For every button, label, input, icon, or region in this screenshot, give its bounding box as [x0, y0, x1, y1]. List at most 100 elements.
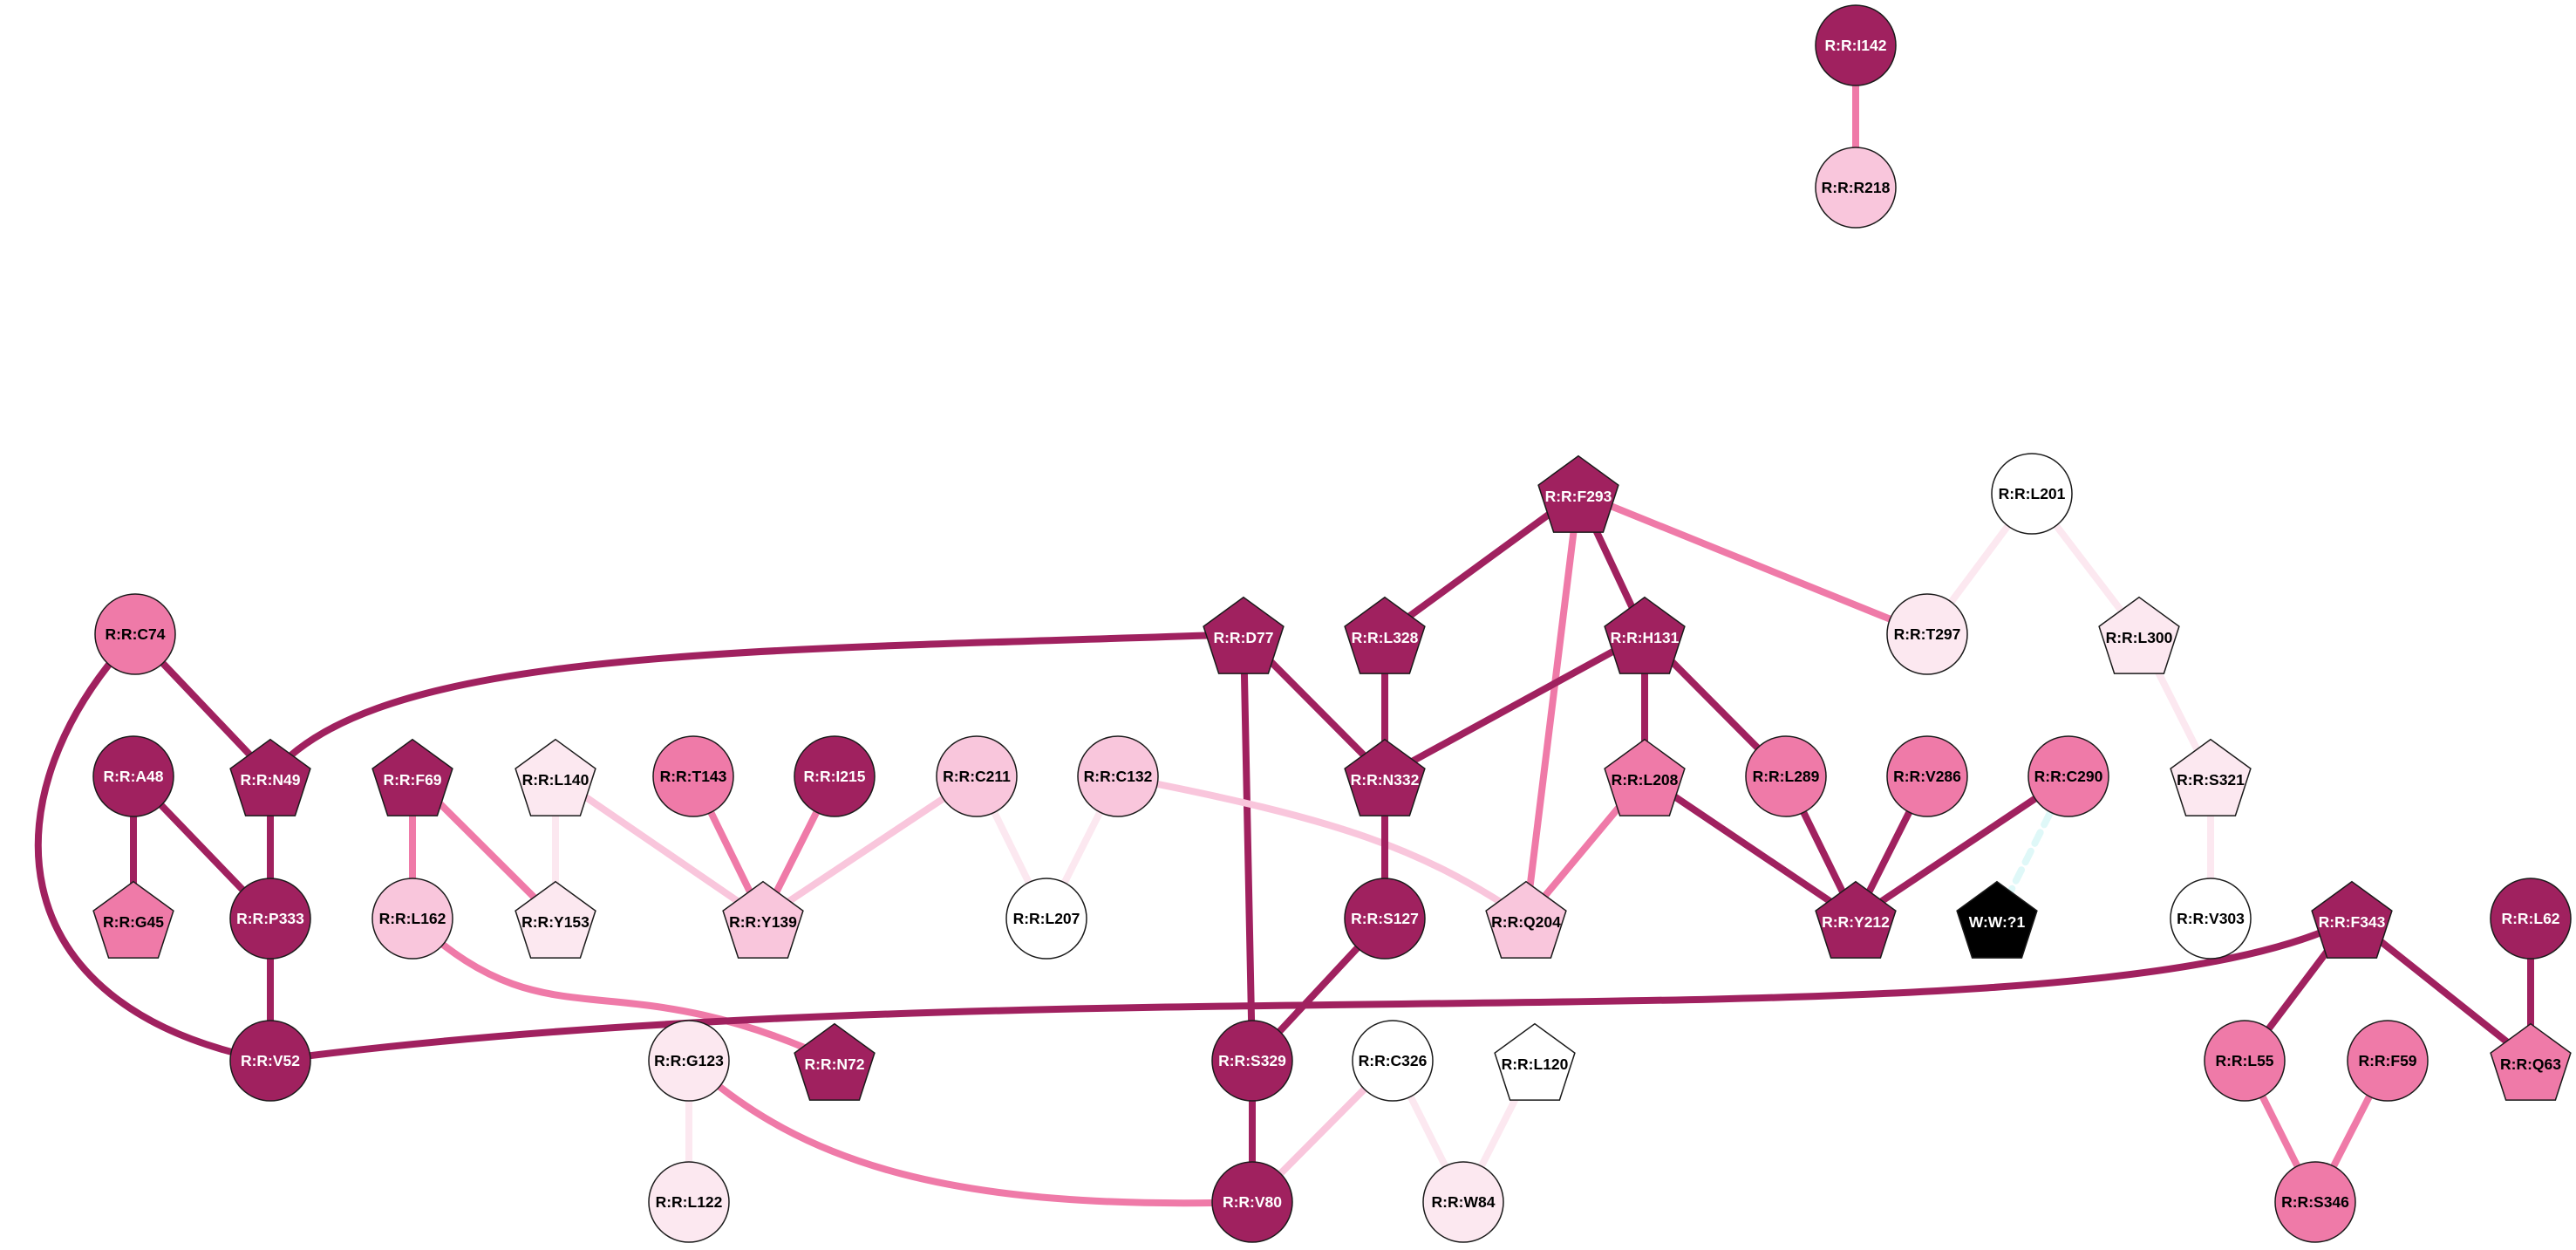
- pentagon-shape: [515, 738, 596, 816]
- node-label: R:R:L207: [1013, 910, 1080, 927]
- node-label: R:R:A48: [103, 768, 163, 785]
- pentagon-shape: [1537, 454, 1619, 533]
- node-p333: R:R:P333: [229, 878, 311, 960]
- node-label: R:R:L201: [1999, 485, 2066, 502]
- node-v52: R:R:V52: [229, 1020, 311, 1102]
- node-label: R:R:L122: [656, 1193, 723, 1211]
- pentagon-shape: [1604, 596, 1686, 674]
- pentagon-shape: [92, 880, 174, 959]
- node-t143: R:R:T143: [652, 735, 734, 817]
- edge-g123-v80: [685, 1057, 1256, 1207]
- node-label: R:R:L162: [379, 910, 446, 927]
- node-v303: R:R:V303: [2170, 878, 2252, 960]
- node-f343: R:R:F343: [2311, 880, 2393, 959]
- node-c326: R:R:C326: [1352, 1020, 1434, 1102]
- node-label: R:R:Y139: [729, 913, 797, 931]
- circle-shape: [1815, 4, 1897, 86]
- edge-c211-y139: [760, 773, 980, 922]
- edge-f293-l328: [1381, 489, 1582, 638]
- pentagon-shape: [1344, 738, 1426, 816]
- edge-f293-t297: [1575, 489, 1931, 638]
- node-y212: R:R:Y212: [1815, 880, 1897, 959]
- circle-shape: [1211, 1020, 1293, 1102]
- node-a48: R:R:A48: [92, 735, 174, 817]
- node-c74: R:R:C74: [94, 593, 176, 675]
- node-s346: R:R:S346: [2274, 1161, 2356, 1243]
- node-label: R:R:C211: [943, 768, 1011, 785]
- circle-shape: [1745, 735, 1827, 817]
- node-label: R:R:V286: [1893, 768, 1961, 785]
- node-label: R:R:Y212: [1822, 913, 1890, 931]
- node-s329: R:R:S329: [1211, 1020, 1293, 1102]
- node-label: R:R:C132: [1084, 768, 1153, 785]
- edge-d77-s329: [1240, 631, 1256, 1064]
- circle-shape: [1886, 593, 1968, 675]
- circle-shape: [2347, 1020, 2429, 1102]
- node-n332: R:R:N332: [1344, 738, 1426, 816]
- edge-l208-y212: [1641, 773, 1859, 922]
- node-c290: R:R:C290: [2027, 735, 2109, 817]
- edge-l140-y139: [552, 773, 767, 922]
- node-label: R:R:D77: [1213, 629, 1273, 646]
- pentagon-shape: [1604, 738, 1686, 816]
- node-s321: R:R:S321: [2170, 738, 2252, 816]
- node-l328: R:R:L328: [1344, 596, 1426, 674]
- pentagon-shape: [1203, 596, 1285, 674]
- node-label: R:R:I215: [804, 768, 866, 785]
- node-label: R:R:L140: [522, 771, 589, 789]
- node-label: R:R:L300: [2106, 629, 2173, 646]
- node-label: R:R:W84: [1432, 1193, 1496, 1211]
- circle-shape: [229, 1020, 311, 1102]
- circle-shape: [2027, 735, 2109, 817]
- circle-shape: [1352, 1020, 1434, 1102]
- edge-l162-n72: [409, 915, 838, 1064]
- node-l120: R:R:L120: [1494, 1022, 1576, 1101]
- node-l122: R:R:L122: [648, 1161, 730, 1243]
- circle-shape: [92, 735, 174, 817]
- circle-shape: [648, 1020, 730, 1102]
- circle-shape: [794, 735, 876, 817]
- node-r218: R:R:R218: [1815, 147, 1897, 229]
- edge-c290-y212: [1852, 773, 2072, 922]
- node-label: R:R:S329: [1218, 1052, 1286, 1069]
- node-label: R:R:Y153: [521, 913, 589, 931]
- pentagon-shape: [1344, 596, 1426, 674]
- node-label: R:R:Q63: [2500, 1055, 2561, 1073]
- node-g45: R:R:G45: [92, 880, 174, 959]
- circle-shape: [936, 735, 1018, 817]
- edge-f293-q204: [1523, 489, 1582, 922]
- edge-d77-n49: [267, 631, 1247, 780]
- node-v286: R:R:V286: [1886, 735, 1968, 817]
- node-f69: R:R:F69: [371, 738, 453, 816]
- node-i142: R:R:I142: [1815, 4, 1897, 86]
- node-label: R:R:V80: [1223, 1193, 1282, 1211]
- circle-shape: [1077, 735, 1159, 817]
- node-label: R:R:L62: [2501, 910, 2559, 927]
- node-q204: R:R:Q204: [1485, 880, 1567, 959]
- node-y139: R:R:Y139: [722, 880, 804, 959]
- circle-shape: [1344, 878, 1426, 960]
- node-label: R:R:S127: [1351, 910, 1419, 927]
- node-label: R:R:S346: [2281, 1193, 2349, 1211]
- circle-shape: [1991, 453, 2073, 535]
- node-label: R:R:L208: [1612, 771, 1679, 789]
- node-label: R:R:C74: [105, 625, 165, 643]
- node-q63: R:R:Q63: [2490, 1022, 2572, 1101]
- node-label: W:W:?1: [1969, 913, 2026, 931]
- node-n72: R:R:N72: [794, 1022, 876, 1101]
- node-f293: R:R:F293: [1537, 454, 1619, 533]
- node-label: R:R:F343: [2319, 913, 2386, 931]
- node-s127: R:R:S127: [1344, 878, 1426, 960]
- node-label: R:R:N49: [240, 771, 300, 789]
- node-label: R:R:F59: [2358, 1052, 2416, 1069]
- edge-c74-v52: [34, 631, 274, 1064]
- node-label: R:R:N72: [804, 1055, 864, 1073]
- pentagon-shape: [2098, 596, 2180, 674]
- circle-shape: [371, 878, 453, 960]
- circle-shape: [1815, 147, 1897, 229]
- node-label: R:R:H131: [1611, 629, 1680, 646]
- node-label: R:R:L120: [1502, 1055, 1569, 1073]
- pentagon-shape: [371, 738, 453, 816]
- circle-shape: [1005, 878, 1087, 960]
